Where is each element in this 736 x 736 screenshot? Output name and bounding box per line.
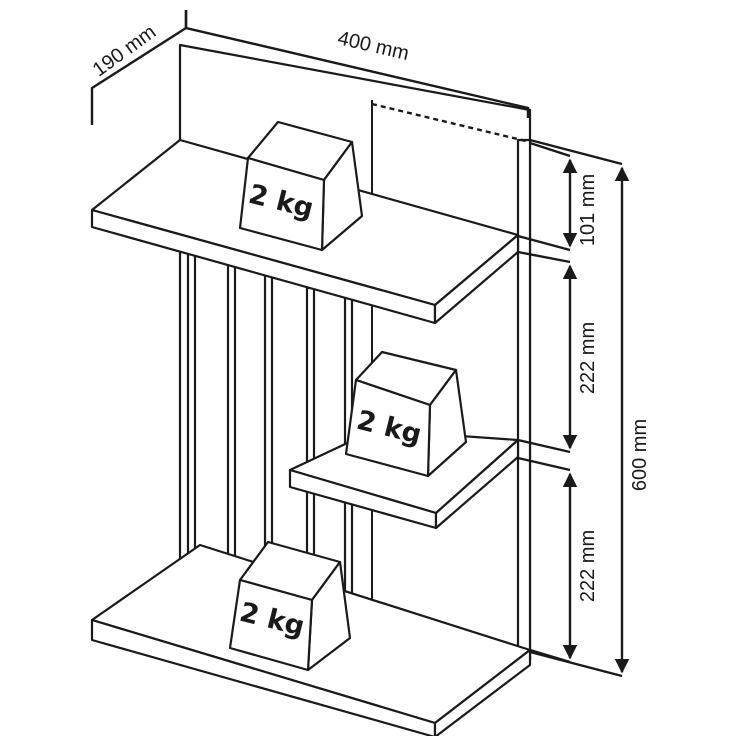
bottom-shelf-front [90, 618, 437, 736]
middle-shelf-side [434, 438, 520, 530]
total-height-dimension: 600 mm [529, 138, 651, 678]
back-panel-edge [516, 138, 532, 662]
support-post [263, 273, 274, 572]
weight-middle: 2 kg [344, 350, 468, 478]
weight-front-face [228, 578, 314, 672]
weight-bottom: 2 kg [228, 540, 352, 672]
top-gap-dimension: 101 mm [517, 141, 599, 252]
bottom-gap-label: 222 mm [577, 530, 599, 602]
middle-gap-label: 222 mm [577, 322, 599, 394]
weight-front-face [238, 156, 326, 252]
total-height-label: 600 mm [629, 419, 651, 491]
depth-dimension: 190 mm [89, 10, 188, 125]
width-dimension-line [184, 10, 530, 118]
top-gap-label: 101 mm [577, 174, 599, 246]
weight-front-face [344, 378, 432, 478]
bottom-shelf-side [433, 648, 532, 736]
width-label: 400 mm [336, 27, 411, 65]
support-post [305, 286, 316, 595]
middle-gap-dimension: 222 mm [517, 250, 599, 454]
weight-top: 2 kg [238, 120, 364, 252]
width-dimension-dash [371, 102, 531, 144]
